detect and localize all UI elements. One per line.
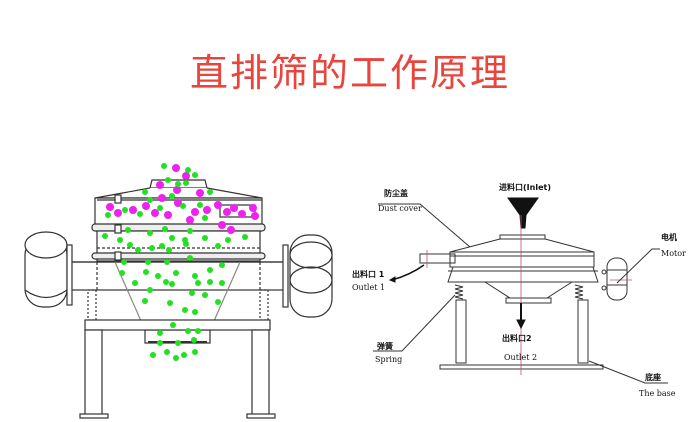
label-spring-en: Spring — [375, 355, 402, 364]
spring-leader — [373, 294, 456, 352]
label-dust-cover-en: Dust cover — [378, 204, 422, 213]
left-leg-l — [84, 329, 103, 416]
label-base-cn: 底座 — [644, 372, 661, 382]
label-inlet: 进料口(Inlet) — [499, 182, 551, 192]
dust-cover-leader — [378, 203, 471, 248]
outlet1-spout — [419, 253, 456, 264]
particles-coarse — [106, 164, 259, 234]
left-ring-2 — [91, 252, 266, 260]
label-motor-en: Motor — [661, 249, 686, 258]
label-dust-cover-cn: 防尘盖 — [384, 188, 408, 198]
left-leg-r — [251, 329, 270, 416]
label-spring-cn: 弹簧 — [377, 341, 393, 351]
page-title: 直排筛的工作原理 — [189, 51, 510, 95]
left-motor-right — [282, 234, 333, 318]
springs — [454, 284, 584, 300]
inlet-funnel-icon — [507, 197, 539, 229]
label-outlet2-en: Outlet 2 — [504, 353, 537, 362]
left-sieve-diagram — [24, 179, 333, 419]
outlet2-spout — [505, 297, 552, 304]
dust-cover — [449, 238, 595, 253]
base-plate — [439, 364, 604, 370]
label-motor-cn: 电机 — [661, 232, 677, 242]
left-cross-tube — [69, 261, 286, 291]
motor-leader — [616, 248, 660, 284]
base-leader — [588, 360, 668, 384]
label-outlet2-cn: 出料口2 — [502, 333, 532, 343]
right-sieve-diagram — [373, 197, 668, 384]
label-outlet1-en: Outlet 1 — [352, 283, 385, 292]
left-motor-left — [24, 231, 73, 308]
outlet1-arrow-icon — [391, 264, 425, 281]
particles-fine — [102, 163, 248, 361]
label-outlet1-cn: 出料口 1 — [352, 269, 385, 279]
left-base-beam — [84, 319, 271, 331]
label-base-en: The base — [639, 389, 676, 398]
motor-icon — [601, 257, 628, 301]
